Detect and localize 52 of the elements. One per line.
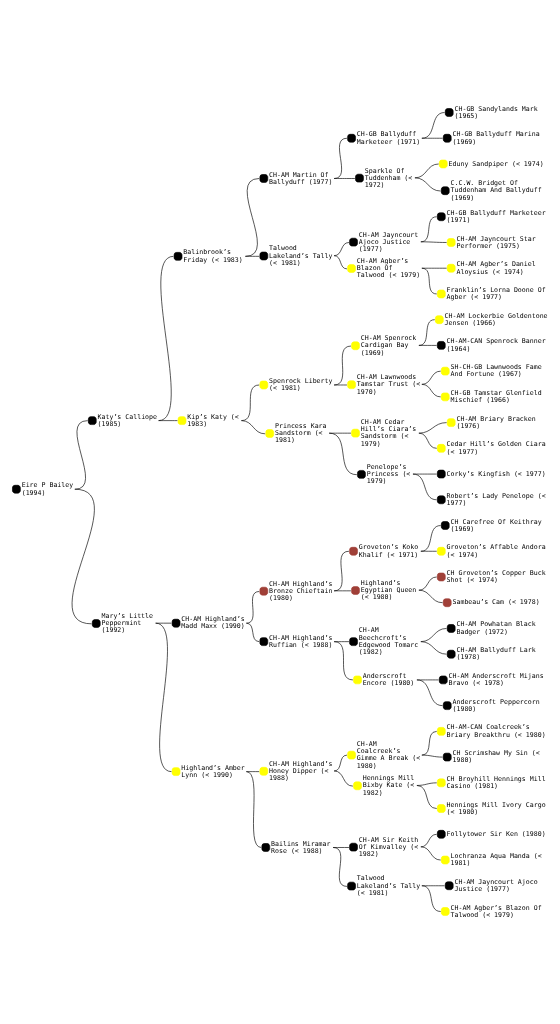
connector bbox=[245, 256, 260, 257]
connector bbox=[418, 432, 437, 449]
connector bbox=[420, 846, 441, 861]
connector bbox=[420, 641, 447, 655]
connector bbox=[421, 731, 437, 756]
connector bbox=[416, 785, 437, 809]
connector bbox=[418, 319, 436, 346]
connector bbox=[155, 622, 172, 772]
connector bbox=[246, 591, 260, 624]
connector bbox=[414, 177, 441, 192]
connector bbox=[333, 590, 352, 592]
connector bbox=[418, 422, 447, 434]
connector bbox=[421, 267, 437, 295]
connector bbox=[333, 754, 348, 772]
connector bbox=[241, 384, 260, 421]
connector bbox=[158, 256, 174, 421]
connector bbox=[418, 576, 437, 591]
connector bbox=[74, 420, 88, 490]
connector bbox=[416, 679, 443, 706]
connector bbox=[245, 178, 260, 257]
connector bbox=[333, 550, 350, 592]
connector bbox=[421, 384, 441, 398]
connector bbox=[416, 679, 439, 681]
connector bbox=[420, 550, 437, 552]
connector bbox=[421, 370, 441, 385]
connector bbox=[246, 622, 260, 642]
connector bbox=[333, 242, 350, 256]
connector bbox=[333, 770, 354, 787]
connector bbox=[420, 833, 437, 848]
connector bbox=[246, 771, 260, 772]
connector bbox=[328, 432, 358, 476]
connector bbox=[412, 473, 437, 501]
connector bbox=[332, 847, 348, 887]
connector bbox=[333, 641, 354, 681]
connector bbox=[333, 178, 356, 179]
connector bbox=[421, 885, 441, 912]
connector bbox=[418, 589, 443, 604]
connector bbox=[333, 345, 352, 386]
connector bbox=[418, 345, 437, 346]
connector bbox=[71, 488, 95, 625]
connector bbox=[420, 241, 447, 243]
connector bbox=[333, 384, 348, 386]
connector bbox=[333, 255, 348, 270]
connector bbox=[421, 112, 445, 139]
connector bbox=[158, 420, 178, 421]
connector bbox=[412, 473, 437, 475]
connector bbox=[420, 525, 441, 552]
connector bbox=[421, 137, 443, 139]
connector bbox=[333, 137, 348, 179]
connector bbox=[246, 771, 262, 848]
connector bbox=[241, 420, 266, 435]
connector bbox=[421, 754, 443, 758]
